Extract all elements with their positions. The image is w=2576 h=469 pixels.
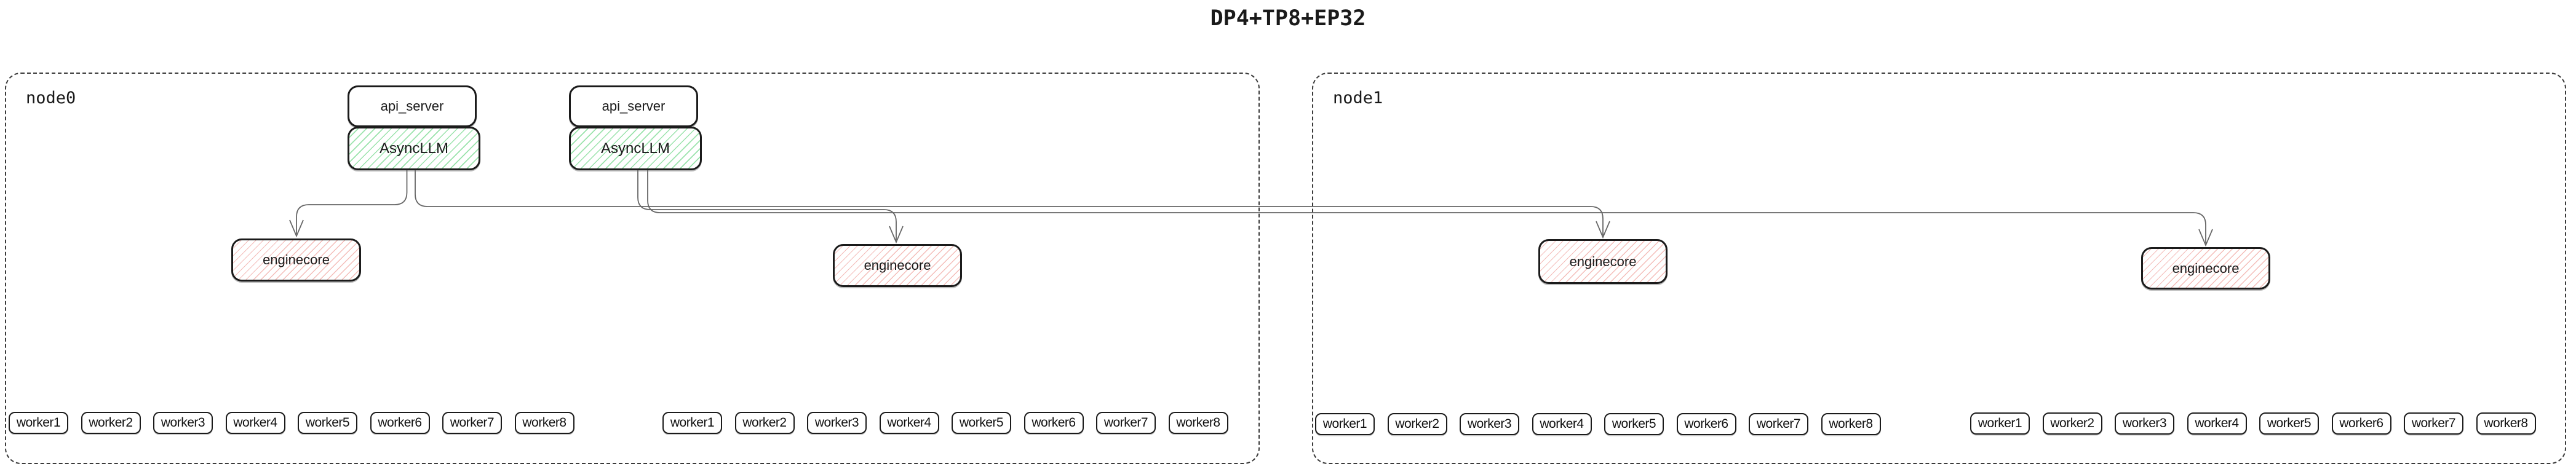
worker-label: worker6 xyxy=(1684,417,1728,431)
worker-box: worker4 xyxy=(879,412,939,434)
worker-box: worker2 xyxy=(734,412,795,434)
asyncllm-1-box: AsyncLLM xyxy=(348,127,480,170)
worker-label: worker3 xyxy=(161,416,205,430)
worker-label: worker6 xyxy=(1032,416,1076,430)
worker-box: worker7 xyxy=(442,412,502,434)
worker-label: worker6 xyxy=(2339,416,2383,430)
worker-box: worker8 xyxy=(514,412,574,434)
worker-box: worker4 xyxy=(225,412,285,434)
node1-worker-group-1: worker1 worker2 worker3 worker4 worker5 … xyxy=(1315,413,1881,435)
worker-label: worker2 xyxy=(742,416,787,430)
node0-enginecore-2-label: enginecore xyxy=(864,258,931,273)
worker-box: worker5 xyxy=(952,412,1011,434)
api-server-1-box: api_server xyxy=(348,85,477,127)
worker-label: worker1 xyxy=(670,416,715,430)
node1-enginecore-1-box: enginecore xyxy=(1538,239,1668,284)
worker-label: worker7 xyxy=(1103,416,1148,430)
worker-box: worker2 xyxy=(81,412,141,434)
node1-worker-group-2: worker1 worker2 worker3 worker4 worker5 … xyxy=(1970,412,2536,435)
worker-label: worker5 xyxy=(959,416,1004,430)
node1-enginecore-2-box: enginecore xyxy=(2141,247,2270,290)
worker-label: worker3 xyxy=(814,416,859,430)
worker-label: worker2 xyxy=(1395,417,1439,431)
node0-enginecore-1-box: enginecore xyxy=(231,238,361,282)
worker-label: worker7 xyxy=(450,416,495,430)
worker-label: worker1 xyxy=(1322,417,1367,431)
worker-box: worker3 xyxy=(807,412,867,434)
worker-box: worker4 xyxy=(2187,412,2247,435)
worker-box: worker1 xyxy=(9,412,68,434)
worker-box: worker1 xyxy=(662,412,722,434)
node0-container xyxy=(5,73,1260,464)
worker-box: worker5 xyxy=(298,412,357,434)
worker-box: worker3 xyxy=(1460,413,1519,435)
worker-box: worker2 xyxy=(1387,413,1447,435)
asyncllm-2-label: AsyncLLM xyxy=(600,140,670,157)
worker-label: worker8 xyxy=(1829,417,1873,431)
worker-box: worker5 xyxy=(2259,412,2319,435)
worker-label: worker7 xyxy=(2411,416,2456,430)
worker-box: worker8 xyxy=(2476,412,2536,435)
worker-box: worker7 xyxy=(2404,412,2463,435)
worker-label: worker8 xyxy=(2484,416,2528,430)
worker-box: worker8 xyxy=(1821,413,1881,435)
worker-label: worker2 xyxy=(2050,416,2094,430)
api-server-2-label: api_server xyxy=(602,98,666,114)
worker-box: worker6 xyxy=(370,412,430,434)
worker-box: worker1 xyxy=(1315,413,1375,435)
worker-label: worker5 xyxy=(305,416,350,430)
worker-box: worker2 xyxy=(2042,412,2102,435)
worker-box: worker7 xyxy=(1749,413,1808,435)
worker-box: worker7 xyxy=(1096,412,1156,434)
worker-box: worker8 xyxy=(1168,412,1228,434)
node0-enginecore-1-label: enginecore xyxy=(263,252,330,267)
worker-label: worker1 xyxy=(1978,416,2022,430)
worker-label: worker7 xyxy=(1756,417,1801,431)
worker-box: worker3 xyxy=(2115,412,2174,435)
diagram-title: DP4+TP8+EP32 xyxy=(1210,6,1366,31)
node0-worker-group-2: worker1 worker2 worker3 worker4 worker5 … xyxy=(662,412,1228,434)
api-server-1-label: api_server xyxy=(380,98,444,114)
worker-label: worker8 xyxy=(522,416,566,430)
worker-label: worker6 xyxy=(378,416,422,430)
worker-label: worker2 xyxy=(89,416,133,430)
node0-label: node0 xyxy=(26,89,76,108)
worker-label: worker5 xyxy=(2267,416,2312,430)
node0-worker-group-1: worker1 worker2 worker3 worker4 worker5 … xyxy=(9,412,574,434)
node1-enginecore-1-label: enginecore xyxy=(1569,253,1637,269)
worker-box: worker5 xyxy=(1604,413,1664,435)
worker-label: worker8 xyxy=(1176,416,1220,430)
worker-box: worker4 xyxy=(1532,413,1592,435)
api-server-2-box: api_server xyxy=(569,85,698,127)
node1-label: node1 xyxy=(1333,89,1383,108)
worker-label: worker4 xyxy=(1540,417,1584,431)
worker-label: worker4 xyxy=(233,416,277,430)
worker-label: worker5 xyxy=(1612,417,1656,431)
node1-container xyxy=(1312,73,2566,464)
worker-label: worker4 xyxy=(2195,416,2239,430)
node1-enginecore-2-label: enginecore xyxy=(2172,260,2240,276)
worker-label: worker1 xyxy=(16,416,61,430)
worker-box: worker1 xyxy=(1970,412,2030,435)
worker-box: worker6 xyxy=(1024,412,1084,434)
asyncllm-2-box: AsyncLLM xyxy=(569,127,702,170)
asyncllm-1-label: AsyncLLM xyxy=(379,140,449,157)
worker-label: worker3 xyxy=(1467,417,1512,431)
worker-label: worker4 xyxy=(887,416,931,430)
worker-label: worker3 xyxy=(2122,416,2167,430)
worker-box: worker6 xyxy=(2331,412,2391,435)
worker-box: worker3 xyxy=(153,412,213,434)
node0-enginecore-2-box: enginecore xyxy=(833,244,962,287)
worker-box: worker6 xyxy=(1676,413,1736,435)
